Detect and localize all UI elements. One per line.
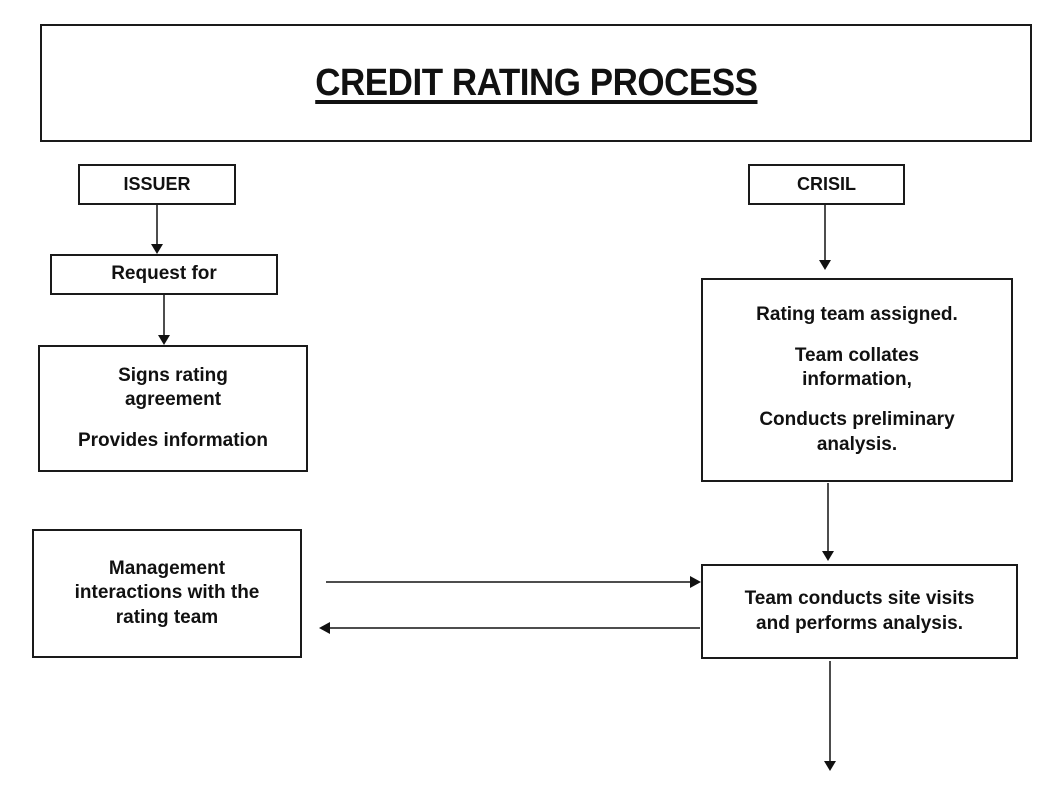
connector-rating-team-to-site-visits-line [827, 483, 829, 553]
connector-management-to-site-visits-line [326, 581, 696, 583]
connector-management-to-site-visits-arrowhead-icon [690, 576, 701, 588]
node-signs-paragraph-2: Provides information [77, 429, 269, 451]
node-rating-team-line-5: analysis. [816, 433, 898, 455]
connector-site-visits-to-management-arrowhead-icon [319, 622, 330, 634]
connector-site-visits-outgoing-arrowhead-icon [824, 761, 836, 771]
node-rating-team-assigned: Rating team assigned. Team collates info… [701, 278, 1013, 482]
node-signs-line-1: Signs rating [118, 364, 228, 386]
node-crisil-label: CRISIL [796, 173, 856, 194]
node-management-line-3: rating team [115, 606, 219, 628]
node-rating-team-line-3: information, [802, 368, 912, 390]
node-signs-rating-agreement: Signs rating agreement Provides informat… [38, 345, 308, 472]
node-issuer: ISSUER [78, 164, 236, 205]
node-site-visits: Team conducts site visits and performs a… [701, 564, 1018, 659]
connector-request-to-signs-arrowhead-icon [158, 335, 170, 345]
node-rating-team-paragraph-1: Rating team assigned. [756, 304, 958, 326]
connector-rating-team-to-site-visits-arrowhead-icon [822, 551, 834, 561]
connector-issuer-to-request-line [156, 205, 158, 246]
connector-issuer-to-request-arrowhead-icon [151, 244, 163, 254]
node-site-visits-line-2: and performs analysis. [756, 612, 963, 634]
node-site-visits-paragraph: Team conducts site visits and performs a… [745, 587, 975, 636]
node-request-for-label: Request for [111, 263, 217, 285]
connector-crisil-to-rating-team-arrowhead-icon [819, 260, 831, 270]
node-crisil: CRISIL [748, 164, 905, 205]
node-management-line-1: Management [108, 558, 226, 580]
node-management-interactions: Management interactions with the rating … [32, 529, 302, 658]
connector-crisil-to-rating-team-line [824, 205, 826, 262]
node-management-line-2: interactions with the [74, 582, 260, 604]
node-signs-line-2: agreement [124, 389, 222, 411]
node-signs-paragraph-1: Signs rating agreement [118, 364, 228, 413]
connector-request-to-signs-line [163, 295, 165, 337]
page-title: CREDIT RATING PROCESS [314, 61, 758, 104]
connector-site-visits-to-management-line [330, 627, 700, 629]
node-site-visits-line-1: Team conducts site visits [744, 588, 975, 610]
node-management-paragraph: Management interactions with the rating … [75, 557, 260, 630]
node-request-for: Request for [50, 254, 278, 295]
connector-site-visits-outgoing-line [829, 661, 831, 763]
node-rating-team-line-2: Team collates [794, 344, 920, 366]
node-rating-team-line-4: Conducts preliminary [759, 409, 955, 431]
node-rating-team-paragraph-2: Team collates information, [795, 344, 919, 393]
node-issuer-label: ISSUER [123, 173, 191, 194]
diagram-title-box: CREDIT RATING PROCESS [40, 24, 1032, 142]
node-rating-team-paragraph-3: Conducts preliminary analysis. [759, 408, 954, 457]
